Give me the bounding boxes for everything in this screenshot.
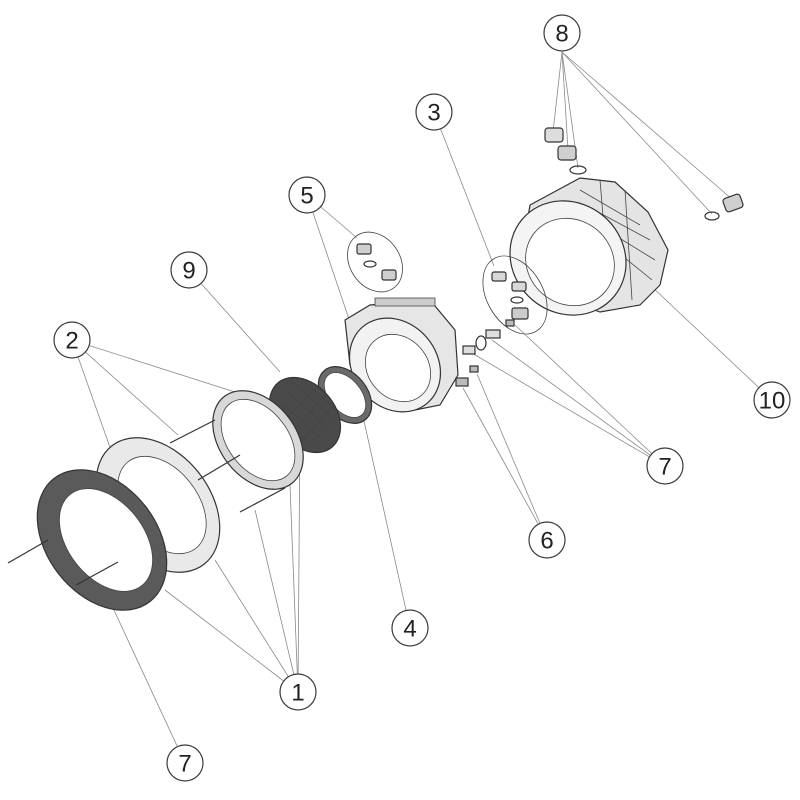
- callout-label: 6: [540, 528, 553, 555]
- callout-circle: [166, 744, 204, 782]
- fastener-7-a: [462, 345, 476, 355]
- leader-5-b: [306, 194, 351, 323]
- gland-8-top: [544, 127, 564, 143]
- fastener-7-c: [485, 329, 501, 339]
- gland-3-b: [511, 281, 527, 292]
- cable-glands-3: [482, 255, 548, 335]
- callout-circle: [528, 521, 566, 559]
- lamp-holder-body: [344, 231, 459, 413]
- leader-6-a: [462, 387, 548, 541]
- fastener-6-a: [455, 377, 469, 387]
- fastener-7-b: [475, 335, 487, 351]
- callout-c4: 4: [391, 609, 429, 647]
- leader-9: [188, 269, 281, 373]
- leader-2-a: [71, 339, 113, 454]
- screws: [7, 419, 286, 586]
- oring-3: [510, 296, 524, 304]
- gland-5-a: [356, 243, 372, 255]
- callout-c6: 6: [528, 521, 566, 559]
- callout-label: 5: [300, 183, 313, 210]
- small-fasteners: [455, 319, 515, 387]
- group-3-outline: [482, 255, 548, 335]
- niche-housing: [509, 177, 669, 316]
- callout-circle: [288, 176, 326, 214]
- oring-8-a: [569, 165, 587, 175]
- callout-label: 10: [759, 388, 786, 415]
- screw-d: [7, 539, 49, 564]
- leader-4: [361, 411, 411, 629]
- leader-1-b: [214, 559, 299, 693]
- cable-glands-8: [544, 127, 744, 221]
- callout-circle: [543, 14, 581, 52]
- cover-plate-dark: [36, 469, 168, 611]
- leader-7-c: [514, 324, 666, 467]
- callout-circle: [753, 381, 791, 419]
- callout-circle: [415, 93, 453, 131]
- gland-8-right: [722, 193, 744, 213]
- callout-label: 2: [65, 328, 78, 355]
- leader-7-a: [469, 351, 666, 467]
- screw-a: [169, 419, 216, 444]
- gland-8-mid: [557, 145, 577, 161]
- clamp-ring-2: [212, 390, 304, 490]
- callout-c3: 3: [415, 93, 453, 131]
- leader-8-d: [561, 51, 713, 215]
- fastener-7-d: [505, 319, 515, 327]
- leader-2-b: [71, 339, 179, 436]
- leader-2-c: [71, 339, 261, 401]
- oring-5: [363, 260, 377, 268]
- leader-6-b: [476, 373, 548, 541]
- callout-label: 7: [178, 751, 191, 778]
- leader-7-bottom: [99, 579, 186, 764]
- screw-b: [197, 454, 241, 481]
- callout-label: 9: [182, 258, 195, 285]
- callout-c7a: 7: [646, 447, 684, 485]
- callout-c1: 1: [279, 673, 317, 711]
- callout-circle: [170, 251, 208, 289]
- fastener-6-b: [469, 365, 479, 373]
- callout-c2: 2: [53, 321, 91, 359]
- callout-label: 3: [427, 100, 440, 127]
- callout-label: 8: [555, 21, 568, 48]
- callout-circle: [53, 321, 91, 359]
- callouts: 8 3 5 9 2 10 7 6 4 1 7: [53, 14, 791, 782]
- leader-1-d: [289, 484, 299, 693]
- callout-circle: [279, 673, 317, 711]
- gland-3-a: [491, 271, 507, 282]
- leader-lines: [71, 51, 773, 764]
- parts: [7, 127, 744, 611]
- gland-3-c: [511, 307, 529, 320]
- callout-c5: 5: [288, 176, 326, 214]
- oring-8-b: [704, 211, 720, 221]
- callout-circle: [391, 609, 429, 647]
- cover-dark-inner: [58, 488, 154, 592]
- callout-c7b: 7: [166, 744, 204, 782]
- leader-1-a: [164, 589, 299, 693]
- callout-label: 1: [291, 680, 304, 707]
- leader-1-c: [254, 509, 299, 693]
- screw-e: [75, 561, 119, 586]
- callout-circle: [646, 447, 684, 485]
- gland-5-b: [381, 269, 397, 281]
- screw-c: [239, 487, 286, 513]
- housing-opening: [525, 217, 615, 307]
- leader-10: [649, 284, 773, 401]
- lamp-tabs: [374, 297, 436, 307]
- leader-3: [433, 111, 495, 267]
- leader-8-b: [561, 51, 569, 151]
- callout-label: 4: [403, 616, 416, 643]
- callout-c8: 8: [543, 14, 581, 52]
- callout-c9: 9: [170, 251, 208, 289]
- group-5-outline: [347, 231, 403, 293]
- leader-7-b: [491, 339, 666, 467]
- lamp-opening: [364, 333, 432, 403]
- callout-label: 7: [658, 454, 671, 481]
- callout-c10: 10: [753, 381, 791, 419]
- leader-8-e: [561, 51, 734, 201]
- leader-8-a: [552, 51, 563, 133]
